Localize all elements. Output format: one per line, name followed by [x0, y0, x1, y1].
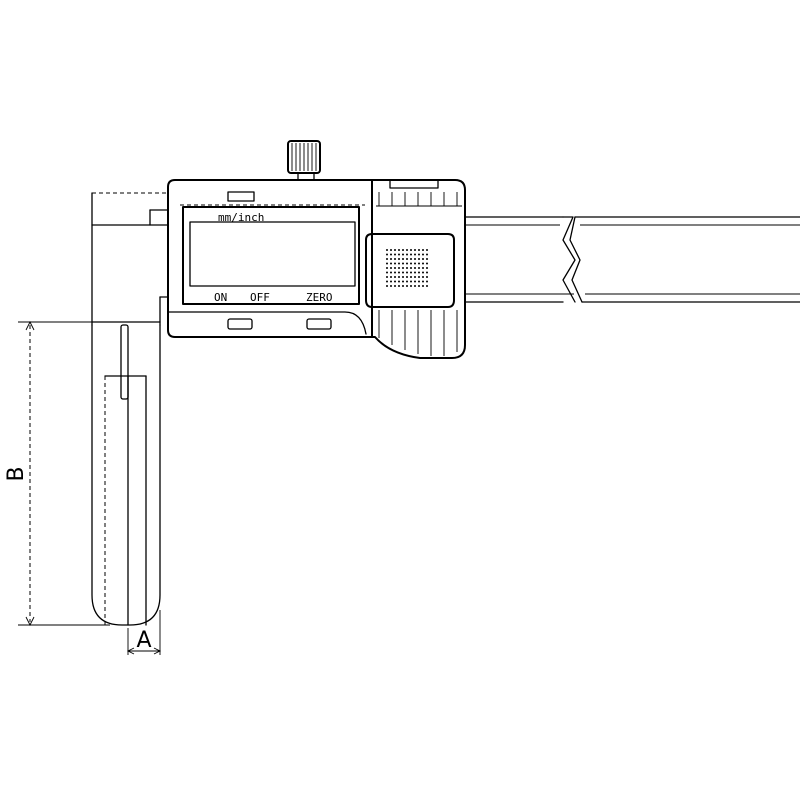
battery-cover-tab	[227, 191, 255, 202]
lcd-screen	[189, 221, 356, 287]
jaw-tip	[120, 324, 129, 400]
lcd-frame	[182, 206, 360, 305]
dim-a-label: A	[136, 628, 151, 653]
zero-button	[306, 318, 332, 330]
grip-dot-pattern	[386, 249, 428, 287]
zero-label: ZERO	[306, 291, 333, 304]
unit-label: mm/inch	[218, 211, 264, 224]
beam-break-mark	[562, 216, 576, 303]
thumb-wheel	[287, 140, 321, 181]
on-off-button	[227, 318, 253, 330]
thumb-pad	[365, 233, 455, 308]
dim-b-label: B	[4, 466, 29, 481]
dimension-a: A	[126, 610, 162, 655]
display-housing: mm/inch ON OFF ZERO	[167, 179, 373, 338]
on-label: ON	[214, 291, 227, 304]
caliper-beam	[464, 216, 800, 303]
off-label: OFF	[250, 291, 270, 304]
slider-grip	[365, 179, 466, 359]
jaw-outline	[91, 324, 161, 626]
fixed-jaw	[91, 192, 169, 626]
dimension-b: B	[4, 320, 110, 627]
